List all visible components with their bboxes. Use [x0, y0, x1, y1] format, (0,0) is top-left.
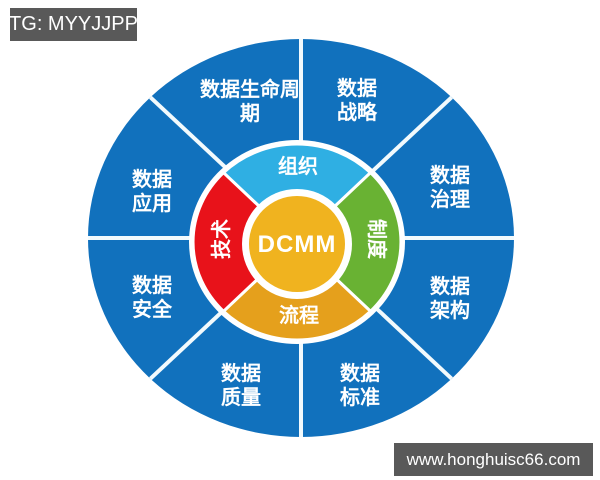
label-line: 数据	[430, 163, 470, 187]
label-line: 期	[240, 102, 260, 125]
quadrant-label-technology: 技术	[209, 219, 233, 259]
segment-label-data-strategy: 数据 战略	[337, 76, 378, 124]
label-line: 架构	[430, 298, 470, 322]
center-label: DCMM	[258, 231, 337, 258]
label-line: 安全	[132, 297, 173, 321]
website-watermark-badge: www.honghuisc66.com	[394, 443, 593, 476]
telegram-watermark-badge: TG: MYYJJPP	[9, 8, 138, 41]
quadrant-label-organization: 组织	[278, 154, 318, 178]
label-line: 数据	[340, 361, 380, 385]
label-line: 数据	[132, 167, 172, 191]
quadrant-label-process: 流程	[279, 303, 319, 327]
label-line: 数据	[221, 361, 261, 385]
label-line: 战略	[337, 100, 378, 124]
label-line: 数据生命周	[200, 77, 300, 101]
segment-label-data-governance: 数据 治理	[430, 163, 470, 211]
segment-label-data-lifecycle: 数据生命周 期	[200, 77, 300, 125]
label-line: 质量	[221, 386, 261, 409]
label-line: 数据	[337, 76, 377, 100]
label-line: 标准	[340, 385, 380, 409]
quadrant-label-regulation: 制度	[365, 219, 389, 260]
segment-label-data-security: 数据 安全	[132, 273, 173, 321]
center-circle	[249, 196, 345, 292]
segment-label-data-application: 数据 应用	[132, 167, 172, 215]
label-line: 应用	[132, 191, 172, 215]
segment-label-data-architecture: 数据 架构	[430, 274, 470, 322]
label-line: 治理	[430, 187, 470, 211]
segment-label-data-quality: 数据 质量	[221, 361, 261, 409]
label-line: 数据	[430, 274, 470, 298]
segment-label-data-standards: 数据 标准	[340, 361, 380, 409]
label-line: 数据	[132, 273, 172, 297]
